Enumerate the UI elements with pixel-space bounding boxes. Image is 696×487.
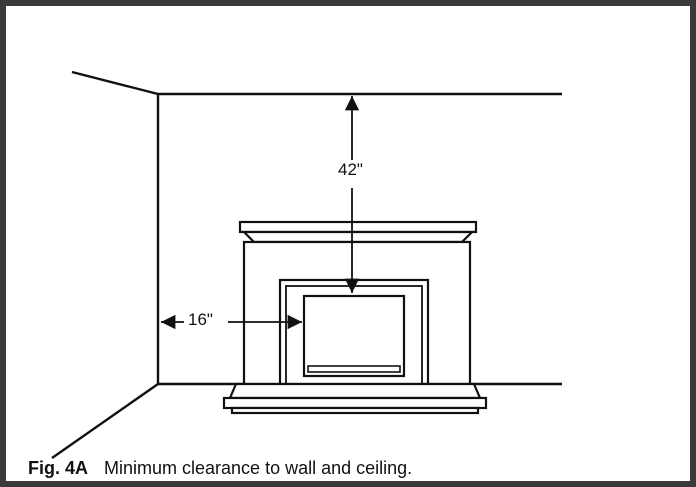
floor-edge-left [51, 383, 159, 459]
wall-clearance-label: 16" [186, 310, 215, 330]
firebox-grate [307, 365, 401, 373]
figure-caption: Fig. 4A Minimum clearance to wall and cei… [28, 458, 412, 479]
fireplace-clearance-diagram [51, 70, 562, 459]
ceiling-clearance-label: 42" [336, 160, 365, 180]
figure-number: Fig. 4A [28, 458, 89, 478]
caption-text: Minimum clearance to wall and ceiling. [104, 458, 413, 478]
hearth [222, 382, 488, 415]
mantel-shelf [238, 220, 478, 244]
ceiling-edge-left [71, 70, 159, 96]
firebox-opening [302, 294, 406, 378]
